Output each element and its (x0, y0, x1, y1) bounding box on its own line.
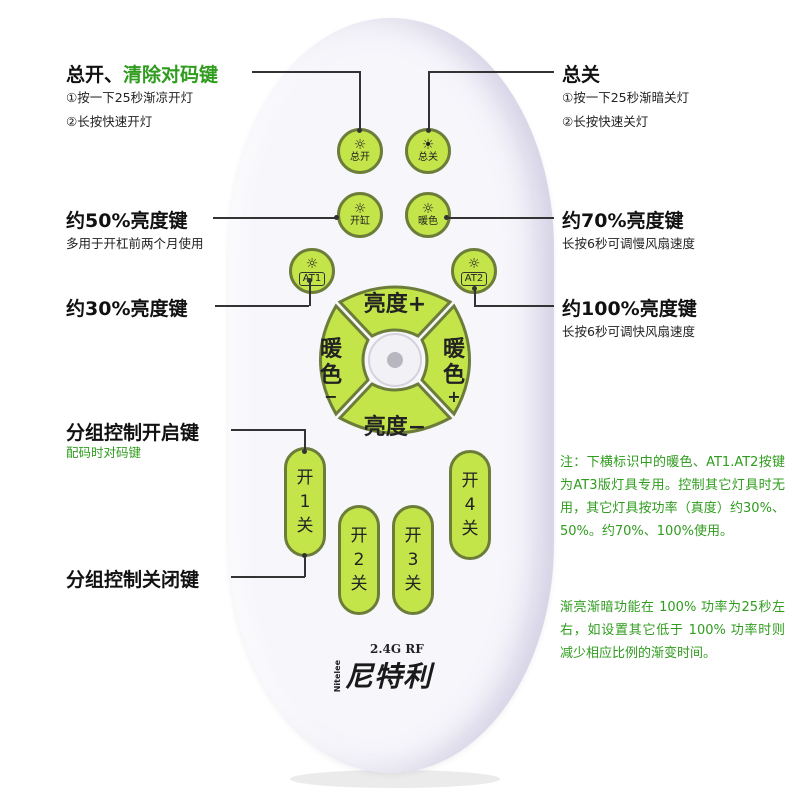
sun-icon: ☼ (305, 255, 319, 272)
warm-minus-label: 暖色− (319, 337, 342, 406)
b50-sub: 多用于开杠前两个月使用 (66, 236, 204, 251)
warm-color-label: 暖色 (418, 216, 438, 227)
master-off-line-1: ①按一下25秒渐暗关灯 (562, 90, 690, 105)
b100-sub: 长按6秒可调快风扇速度 (562, 324, 695, 339)
note-paragraph-2: 渐亮渐暗功能在 100% 功率为25秒左右，如设置其它低于 100% 功率时则减… (560, 600, 785, 661)
sun-icon: ☼ (421, 201, 435, 217)
master-off-title: 总关 (562, 64, 601, 86)
all-on-label: 总开 (350, 152, 370, 163)
leader-line (359, 71, 361, 131)
all-off-label: 总关 (418, 152, 438, 163)
at2-label: AT2 (460, 271, 488, 286)
brightness-up-button[interactable] (337, 285, 453, 338)
all-off-button[interactable]: ☀ 总关 (405, 128, 451, 174)
warm-plus-label: 暖色+ (442, 337, 465, 406)
leader-line (304, 555, 306, 577)
leader-dot (307, 278, 312, 283)
leader-dot (302, 553, 307, 558)
open-tank-label: 开缸 (350, 216, 370, 227)
master-on-title: 总开、清除对码键 (66, 64, 219, 86)
b70-sub: 长按6秒可调慢风扇速度 (562, 236, 695, 251)
remote-shadow (290, 770, 500, 788)
led-indicator (387, 352, 403, 368)
b30-title: 约30%亮度键 (66, 298, 188, 320)
brightness-up-label: 亮度+ (363, 292, 427, 317)
all-on-button[interactable]: ☼ 总开 (337, 128, 383, 174)
leader-dot (472, 286, 477, 291)
leader-line (474, 288, 476, 306)
group-on-title: 分组控制开启键 (66, 422, 200, 444)
brand-logo: 尼特利 (345, 660, 433, 693)
leader-dot (426, 128, 431, 133)
brightness-down-button[interactable] (337, 382, 453, 435)
master-on-line-2: ②长按快速开灯 (66, 114, 153, 129)
leader-line (252, 71, 360, 73)
leader-line (474, 305, 554, 307)
group-off-title: 分组控制关闭键 (66, 569, 200, 591)
leader-line (213, 217, 337, 219)
warm-minus-button[interactable] (319, 303, 370, 417)
sun-icon: ☼ (353, 201, 367, 217)
note-paragraph-1: 注：下横标识中的暖色、AT1.AT2按键为AT3版灯具专用。控制其它灯具时无用，… (560, 455, 785, 539)
master-on-line-1: ①按一下25秒渐凉开灯 (66, 90, 194, 105)
group-on-sub: 配码时对码键 (66, 445, 142, 460)
b70-title: 约70%亮度键 (562, 210, 684, 232)
sun-icon: ☼ (353, 137, 367, 153)
dpad (319, 285, 471, 435)
open-tank-button[interactable]: ☼ 开缸 (337, 192, 383, 238)
warm-plus-button[interactable] (420, 303, 471, 417)
leader-line (215, 305, 309, 307)
leader-dot (444, 215, 449, 220)
brightness-down-label: 亮度− (363, 415, 427, 440)
brand-prefix: Nitelee (333, 660, 342, 693)
leader-dot (357, 128, 362, 133)
leader-line (428, 71, 430, 131)
rf-label: 2.4G RF (370, 642, 424, 656)
at1-button[interactable]: ☼ AT1 (289, 248, 335, 294)
b50-title: 约50%亮度键 (66, 210, 188, 232)
leader-line (304, 429, 306, 451)
b100-title: 约100%亮度键 (562, 298, 697, 320)
warm-color-button[interactable]: ☼ 暖色 (405, 192, 451, 238)
leader-line (309, 280, 311, 306)
sun-dark-icon: ☀ (421, 137, 435, 153)
leader-line (428, 71, 554, 73)
leader-dot (302, 449, 307, 454)
at1-label: AT1 (298, 271, 326, 286)
leader-line (231, 429, 305, 431)
leader-dot (334, 215, 339, 220)
sun-icon: ☼ (467, 255, 481, 272)
master-off-line-2: ②长按快速关灯 (562, 114, 649, 129)
leader-line (446, 217, 554, 219)
leader-line (231, 576, 305, 578)
